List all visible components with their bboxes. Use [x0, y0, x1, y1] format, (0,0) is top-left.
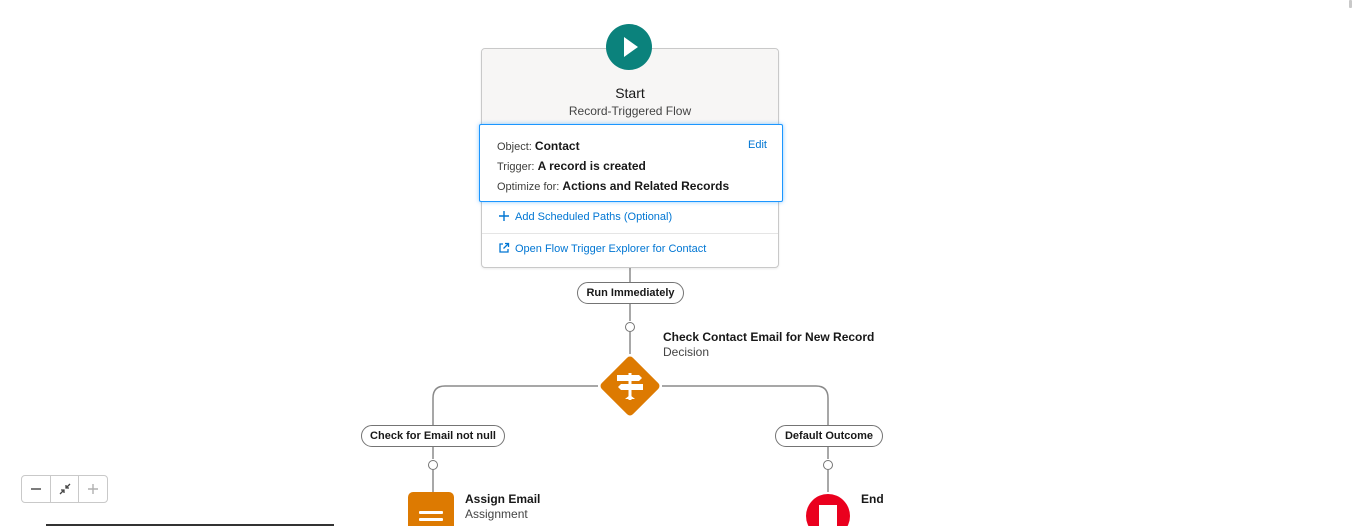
- plus-icon: [499, 211, 509, 221]
- assignment-type: Assignment: [465, 507, 528, 521]
- play-glyph: [624, 37, 638, 57]
- open-flow-trigger-explorer-link[interactable]: Open Flow Trigger Explorer for Contact: [498, 242, 706, 255]
- connector-dot: [823, 460, 833, 470]
- plus-icon: [88, 484, 99, 494]
- connector-dot: [428, 460, 438, 470]
- object-label: Object:: [497, 141, 532, 153]
- decision-icon[interactable]: [597, 353, 663, 419]
- start-node-title: Start: [615, 85, 645, 101]
- open-flow-trigger-explorer-label: Open Flow Trigger Explorer for Contact: [515, 243, 707, 255]
- outcome-pill-email-not-null[interactable]: Check for Email not null: [361, 425, 505, 447]
- start-details-panel[interactable]: Object: Contact Trigger: A record is cre…: [479, 124, 783, 202]
- minus-icon: [30, 488, 41, 490]
- optimize-label: Optimize for:: [497, 181, 560, 193]
- card-divider: [482, 233, 778, 234]
- start-node-subtitle: Record-Triggered Flow: [568, 104, 692, 118]
- trigger-label: Trigger:: [497, 161, 535, 173]
- object-row: Object: Contact: [497, 139, 580, 153]
- add-scheduled-paths-label: Add Scheduled Paths (Optional): [515, 211, 673, 223]
- fit-view-icon: [59, 483, 70, 495]
- edit-start-link[interactable]: Edit: [748, 139, 767, 151]
- scrollbar-thumb[interactable]: [1349, 0, 1352, 8]
- optimize-row: Optimize for: Actions and Related Record…: [497, 179, 729, 193]
- assignment-title: Assign Email: [465, 492, 541, 506]
- zoom-in-button[interactable]: [79, 476, 107, 502]
- trigger-row: Trigger: A record is created: [497, 159, 646, 173]
- play-icon[interactable]: [606, 24, 652, 70]
- optimize-value: Actions and Related Records: [562, 179, 730, 193]
- fit-view-button[interactable]: [51, 476, 80, 502]
- run-immediately-path-pill[interactable]: Run Immediately: [577, 282, 684, 304]
- zoom-out-button[interactable]: [22, 476, 51, 502]
- add-scheduled-paths-link[interactable]: Add Scheduled Paths (Optional): [498, 210, 672, 223]
- zoom-controls: [21, 475, 108, 503]
- assignment-icon[interactable]: [408, 492, 454, 526]
- outcome-pill-default[interactable]: Default Outcome: [775, 425, 883, 447]
- canvas-bottom-edge: [46, 524, 334, 526]
- connector-dot: [625, 322, 635, 332]
- end-title: End: [861, 492, 884, 506]
- decision-title: Check Contact Email for New Record: [663, 330, 875, 344]
- object-value: Contact: [534, 139, 580, 153]
- trigger-value: A record is created: [537, 159, 646, 173]
- stop-icon[interactable]: [804, 492, 852, 526]
- external-link-icon: [499, 242, 510, 253]
- decision-type: Decision: [663, 345, 710, 359]
